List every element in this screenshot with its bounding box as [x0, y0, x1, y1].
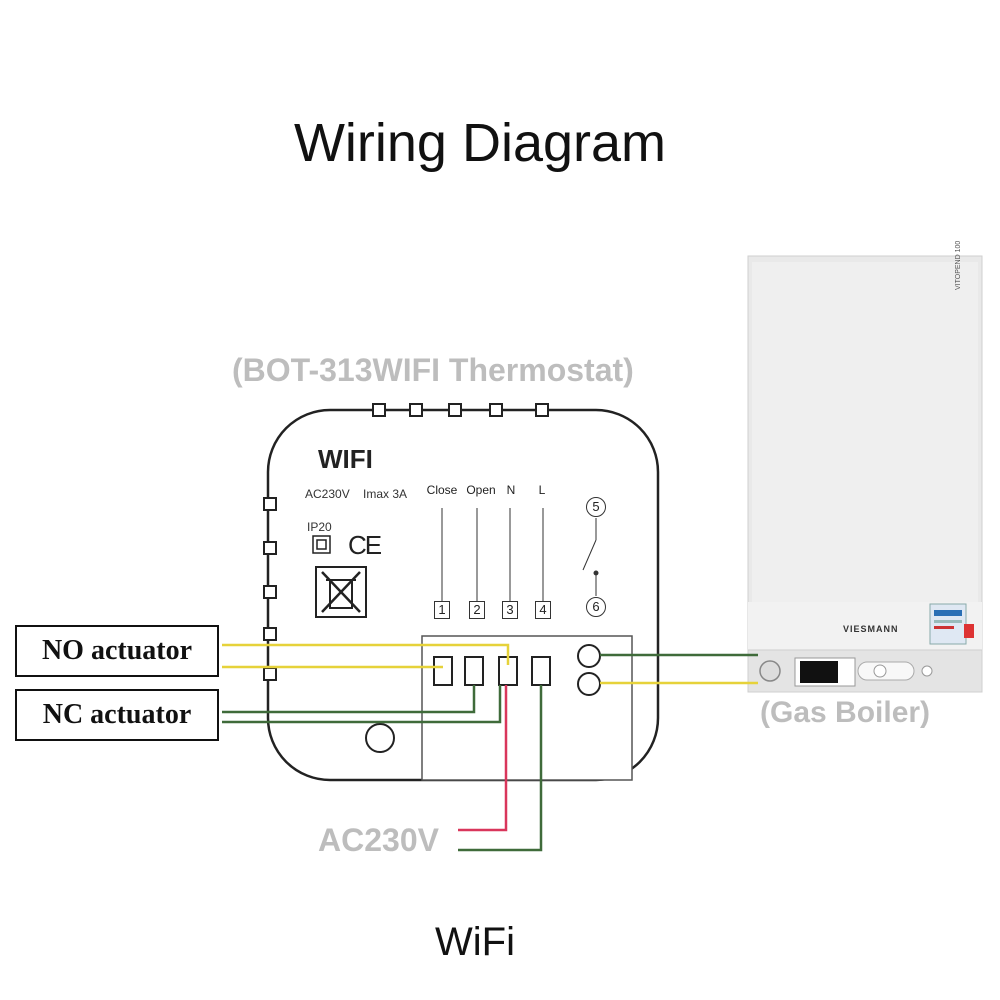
wire-nc-green-1	[222, 685, 476, 714]
boiler-red-tag	[964, 624, 974, 638]
nc-actuator-box: NC actuator	[15, 689, 219, 741]
ac230v-label: AC230V	[318, 822, 439, 858]
boiler-side-text: VITOPEND 100	[955, 240, 962, 290]
rating-voltage: AC230V	[305, 487, 350, 501]
boiler-gauge-icon	[759, 660, 781, 682]
terminal-label-close: Close	[426, 483, 458, 497]
terminal-number-2: 2	[469, 601, 485, 619]
rating-current: Imax 3A	[363, 487, 408, 501]
ce-mark: CE	[348, 530, 382, 560]
thermostat-wifi-label: WIFI	[318, 444, 373, 474]
boiler-display	[800, 661, 838, 683]
terminal-leads	[441, 508, 599, 602]
relay-terminal-5: 5	[586, 497, 606, 517]
wire-nc-green-2	[222, 685, 502, 724]
boiler-brand: VIESMANN	[843, 624, 899, 634]
ip20-symbol-icon	[312, 535, 331, 554]
wire-ac-red	[458, 685, 508, 832]
terminal-label-n: N	[506, 483, 516, 497]
thermostat-title: (BOT-313WIFI Thermostat)	[232, 352, 634, 388]
footer-caption: WiFi	[435, 920, 515, 964]
terminal-number-1: 1	[434, 601, 450, 619]
page-title: Wiring Diagram	[293, 113, 667, 173]
thermostat-rating: AC230V Imax 3A	[305, 487, 417, 501]
relay-terminal-6: 6	[586, 597, 606, 617]
screw-hole-icon	[365, 723, 395, 753]
wire-no-yellow-1	[222, 643, 510, 665]
wires	[222, 643, 758, 852]
gas-boiler	[747, 255, 983, 693]
terminal-number-3: 3	[502, 601, 518, 619]
weee-bin-icon	[315, 566, 367, 618]
wire-ac-green	[458, 685, 543, 852]
no-actuator-box: NO actuator	[15, 625, 219, 677]
terminal-number-4: 4	[535, 601, 551, 619]
ip-rating-label: IP20	[307, 520, 332, 534]
gas-boiler-label: (Gas Boiler)	[760, 696, 931, 729]
terminal-label-open: Open	[466, 483, 496, 497]
thermostat-body	[263, 403, 660, 782]
terminal-label-l: L	[538, 483, 546, 497]
